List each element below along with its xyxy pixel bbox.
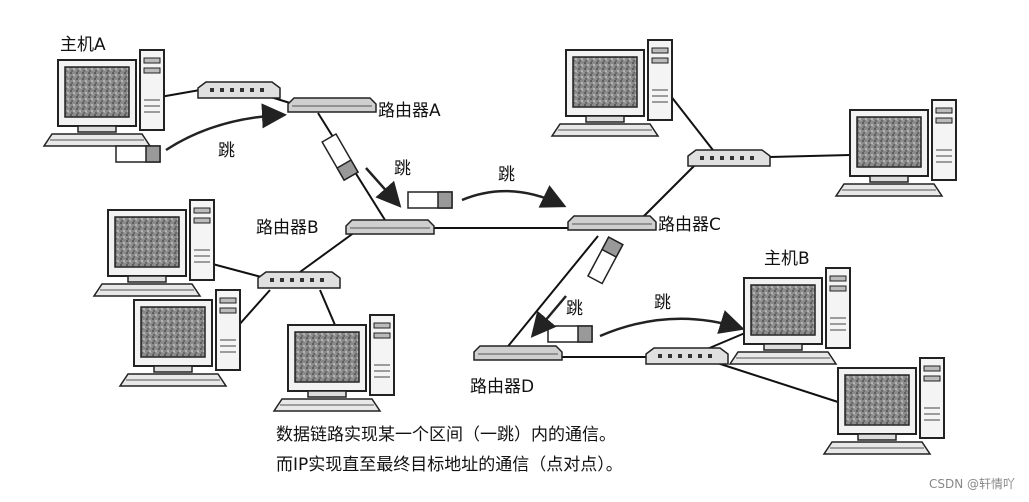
host-a-computer	[43, 49, 165, 147]
hub-d	[645, 347, 729, 365]
watermark: CSDN @轩情吖	[928, 477, 1015, 491]
hop-label-4: 跳	[566, 299, 583, 319]
computer-bottom-right	[823, 357, 945, 455]
computer-top-right	[551, 39, 673, 137]
hub-c	[687, 149, 771, 167]
host-a-label: 主机A	[60, 35, 106, 55]
packet-host-a	[115, 145, 161, 163]
router-d-label: 路由器D	[470, 377, 535, 397]
computer-bottom-left	[119, 289, 241, 387]
packet-router-d	[547, 325, 593, 343]
caption-line-1: 数据链路实现某一个区间（一跳）内的通信。	[276, 425, 616, 445]
host-b-label: 主机B	[764, 249, 810, 269]
packet-router-b	[407, 191, 453, 209]
hub-host-a	[197, 81, 281, 99]
hop-label-1: 跳	[218, 141, 235, 161]
router-a-label: 路由器A	[378, 101, 441, 121]
router-d-device	[473, 345, 563, 361]
computer-bottom-middle	[273, 314, 395, 412]
computer-right	[835, 99, 957, 197]
computer-left	[93, 199, 215, 297]
router-b-label: 路由器B	[256, 218, 319, 238]
router-c-label: 路由器C	[658, 215, 721, 235]
caption-line-2: 而IP实现直至最终目标地址的通信（点对点）。	[276, 455, 623, 475]
router-a-device	[287, 97, 377, 113]
hub-b	[257, 271, 341, 289]
cables	[159, 89, 851, 403]
hop-label-5: 跳	[654, 293, 671, 313]
packet-router-c	[587, 236, 624, 285]
hop-arrows	[165, 103, 745, 338]
router-c-device	[567, 215, 657, 231]
packet-router-a	[321, 133, 359, 181]
router-b-device	[345, 219, 435, 235]
host-b-computer	[729, 267, 851, 365]
hop-label-3: 跳	[498, 165, 515, 185]
hop-label-2: 跳	[394, 159, 411, 179]
